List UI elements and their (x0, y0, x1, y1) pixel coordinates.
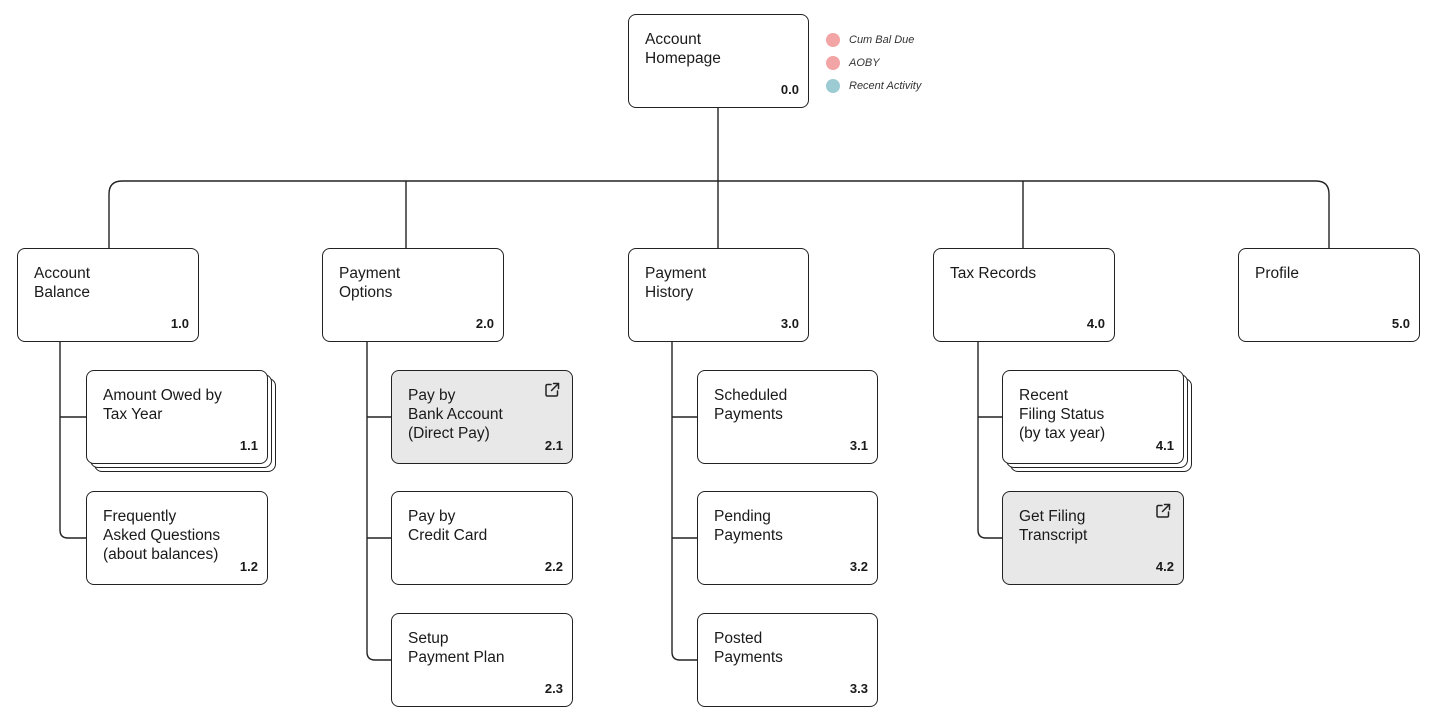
legend-dot (826, 55, 840, 70)
node-number: 3.2 (849, 559, 868, 574)
node-label: Scheduled Payments (714, 387, 788, 423)
node-number: 4.2 (1155, 559, 1174, 574)
node-pay-by-bank-account[interactable]: Pay by Bank Account (Direct Pay) 2.1 (391, 370, 573, 464)
node-label: Pay by Bank Account (Direct Pay) (408, 387, 503, 442)
node-number: 2.1 (544, 438, 563, 453)
node-tax-records[interactable]: Tax Records 4.0 (933, 248, 1115, 342)
node-number: 1.2 (239, 559, 258, 574)
node-number: 5.0 (1391, 316, 1410, 331)
node-amount-owed-by-tax-year[interactable]: Amount Owed by Tax Year 1.1 (86, 370, 268, 464)
legend-label: AOBY (849, 56, 880, 69)
node-label: Amount Owed by Tax Year (103, 387, 222, 423)
node-frequently-asked-questions[interactable]: Frequently Asked Questions (about balanc… (86, 491, 268, 585)
node-posted-payments[interactable]: Posted Payments 3.3 (697, 613, 878, 707)
legend-dot (826, 32, 840, 47)
node-recent-filing-status[interactable]: Recent Filing Status (by tax year) 4.1 (1002, 370, 1184, 464)
node-number: 1.0 (170, 316, 189, 331)
legend-dot (826, 78, 840, 93)
node-label: Pending Payments (714, 508, 783, 544)
node-profile[interactable]: Profile 5.0 (1238, 248, 1420, 342)
node-number: 2.2 (544, 559, 563, 574)
node-label: Frequently Asked Questions (about balanc… (103, 508, 221, 563)
node-pay-by-credit-card[interactable]: Pay by Credit Card 2.2 (391, 491, 573, 585)
node-label: Tax Records (950, 265, 1037, 282)
node-number: 4.1 (1155, 438, 1174, 453)
node-number: 2.0 (475, 316, 494, 331)
node-label: Setup Payment Plan (408, 630, 505, 666)
external-link-icon (1156, 503, 1171, 518)
node-payment-options[interactable]: Payment Options 2.0 (322, 248, 504, 342)
node-label: Pay by Credit Card (408, 508, 488, 544)
node-account-balance[interactable]: Account Balance 1.0 (17, 248, 199, 342)
node-label: Get Filing Transcript (1019, 508, 1088, 544)
node-number: 2.3 (544, 681, 563, 696)
node-label: Recent Filing Status (by tax year) (1019, 387, 1106, 442)
node-account-homepage[interactable]: Account Homepage 0.0 (628, 14, 809, 108)
node-number: 1.1 (239, 438, 258, 453)
node-label: Account Balance (34, 265, 91, 301)
node-number: 3.3 (849, 681, 868, 696)
node-payment-history[interactable]: Payment History 3.0 (628, 248, 809, 342)
node-label: Posted Payments (714, 630, 783, 666)
external-link-icon (545, 382, 560, 397)
node-label: Payment Options (339, 265, 401, 301)
node-label: Payment History (645, 265, 707, 301)
legend-label: Recent Activity (849, 79, 922, 92)
node-get-filing-transcript[interactable]: Get Filing Transcript 4.2 (1002, 491, 1184, 585)
legend-item: AOBY (826, 51, 921, 74)
node-number: 0.0 (780, 82, 799, 97)
node-number: 3.0 (780, 316, 799, 331)
legend-item: Cum Bal Due (826, 28, 921, 51)
node-label: Account Homepage (645, 31, 721, 67)
legend-label: Cum Bal Due (849, 33, 915, 46)
node-setup-payment-plan[interactable]: Setup Payment Plan 2.3 (391, 613, 573, 707)
node-pending-payments[interactable]: Pending Payments 3.2 (697, 491, 878, 585)
legend: Cum Bal Due AOBY Recent Activity (826, 28, 921, 97)
node-number: 3.1 (849, 438, 868, 453)
node-label: Profile (1255, 265, 1299, 282)
node-scheduled-payments[interactable]: Scheduled Payments 3.1 (697, 370, 878, 464)
node-number: 4.0 (1086, 316, 1105, 331)
legend-item: Recent Activity (826, 74, 921, 97)
